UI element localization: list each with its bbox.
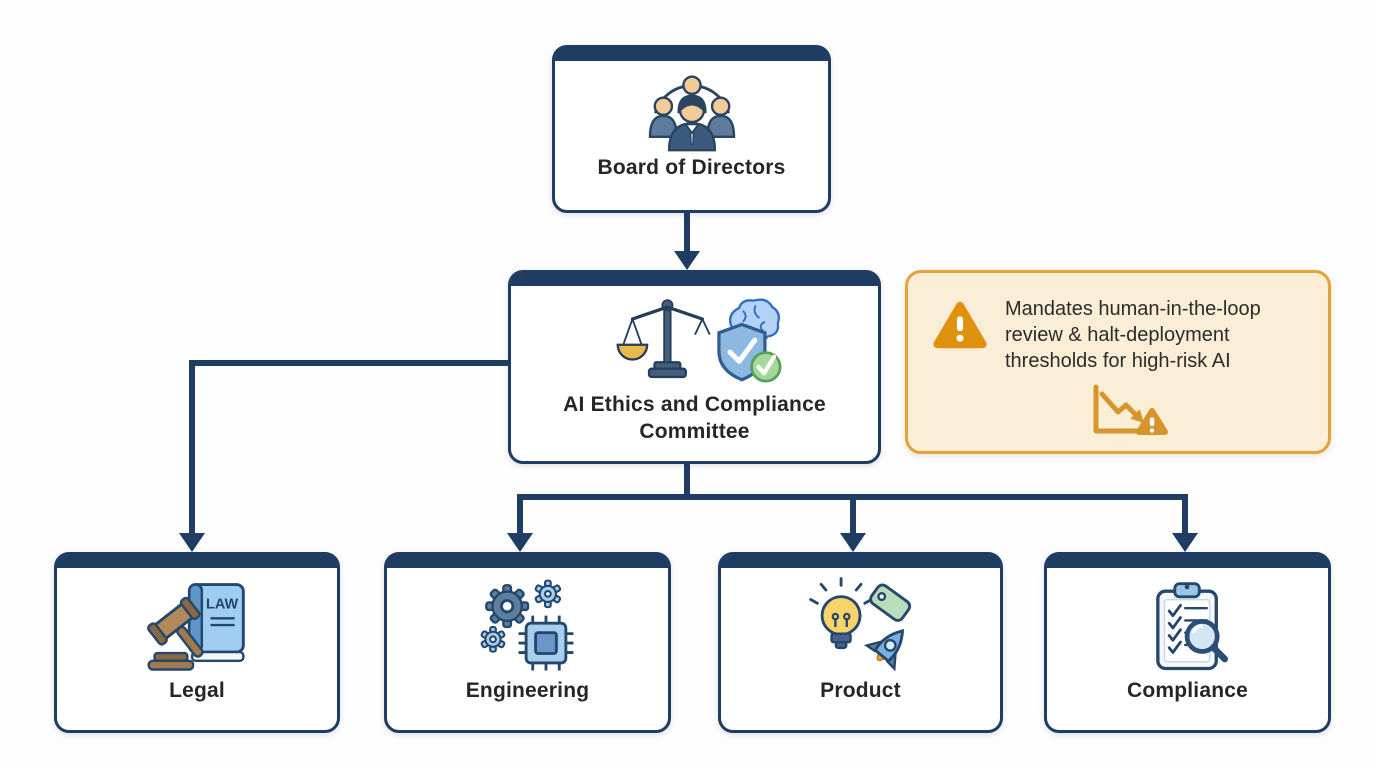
node-header-bar bbox=[57, 555, 337, 568]
declining-trend-warning-icon bbox=[1086, 381, 1174, 448]
node-header-bar bbox=[511, 273, 878, 286]
checklist-magnifier-icon bbox=[1139, 577, 1237, 677]
edge-committee-product-arrowhead bbox=[840, 533, 866, 552]
governance-callout: Mandates human-in-the-loop review & halt… bbox=[905, 270, 1331, 454]
edge-committee-legal-horizontal bbox=[189, 360, 511, 366]
node-label: Board of Directors bbox=[597, 156, 786, 179]
node-header-bar bbox=[1047, 555, 1328, 568]
edge-committee-legal-vertical bbox=[189, 360, 195, 534]
warning-triangle-icon bbox=[932, 299, 988, 356]
node-compliance: Compliance bbox=[1044, 552, 1331, 733]
gavel-law-book-icon: LAW bbox=[141, 577, 253, 677]
node-ai-ethics-committee: AI Ethics and Compliance Committee bbox=[508, 270, 881, 464]
node-header-bar bbox=[721, 555, 1000, 568]
edge-committee-bottom-stem bbox=[684, 455, 690, 497]
edge-committee-compliance-drop bbox=[1182, 494, 1188, 534]
node-legal: LAW Legal bbox=[54, 552, 340, 733]
lightbulb-tag-rocket-icon bbox=[805, 577, 917, 677]
edge-board-committee-arrowhead bbox=[674, 251, 700, 270]
node-label: Legal bbox=[169, 679, 225, 702]
team-people-icon bbox=[642, 70, 742, 154]
edge-committee-compliance-arrowhead bbox=[1172, 533, 1198, 552]
edge-committee-engineering-arrowhead bbox=[507, 533, 533, 552]
edge-committee-legal-arrowhead bbox=[179, 533, 205, 552]
node-header-bar bbox=[555, 48, 828, 61]
edge-committee-product-drop bbox=[850, 494, 856, 534]
node-board-of-directors: Board of Directors bbox=[552, 45, 831, 213]
justice-scale-shield-brain-icon bbox=[603, 293, 787, 391]
node-label: AI Ethics and Compliance Committee bbox=[563, 393, 826, 444]
node-header-bar bbox=[387, 555, 668, 568]
node-engineering: Engineering bbox=[384, 552, 671, 733]
callout-text: Mandates human-in-the-loop review & halt… bbox=[1005, 298, 1261, 372]
node-product: Product bbox=[718, 552, 1003, 733]
node-label: Engineering bbox=[465, 679, 590, 702]
node-label: Compliance bbox=[1126, 679, 1249, 702]
node-label: Product bbox=[820, 679, 901, 702]
edge-board-committee-stem bbox=[684, 205, 690, 253]
svg-text:LAW: LAW bbox=[206, 597, 238, 613]
gears-microchip-icon bbox=[475, 577, 581, 677]
edge-committee-engineering-drop bbox=[517, 494, 523, 534]
